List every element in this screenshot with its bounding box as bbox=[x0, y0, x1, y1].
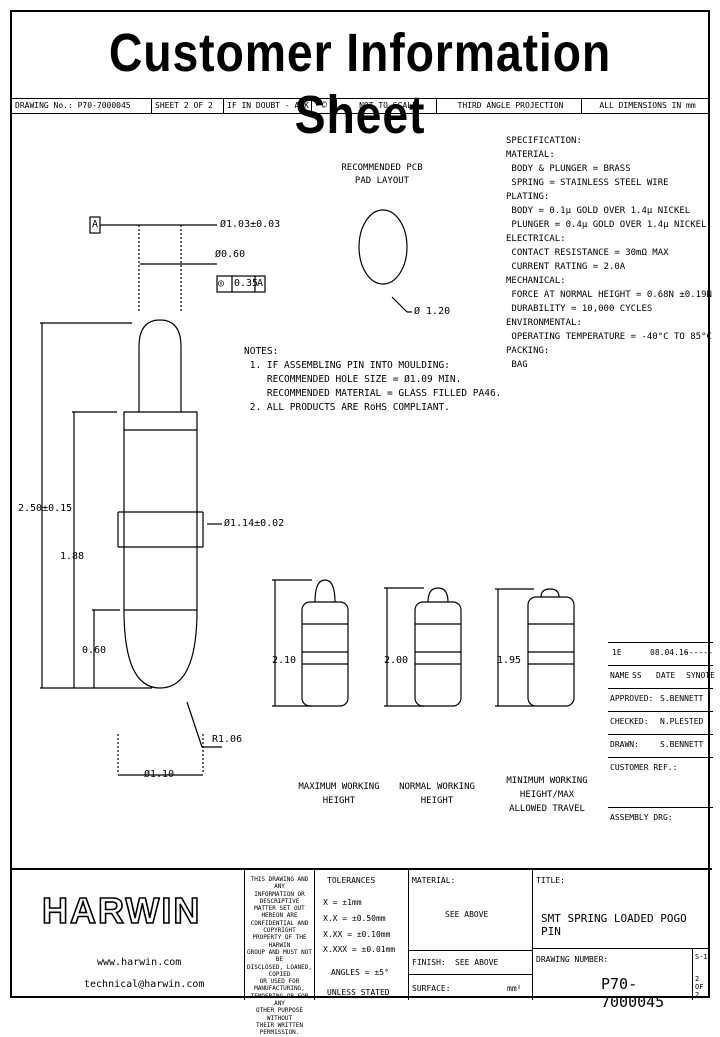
title-block: HARWIN www.harwin.com technical@harwin.c… bbox=[12, 868, 712, 1036]
spec-line: PLUNGER = 0.4µ GOLD OVER 1.4µ NICKEL bbox=[506, 220, 707, 230]
page-title: Customer Information Sheet bbox=[108, 23, 612, 145]
drawn-row: DRAWN: S.BENNETT bbox=[608, 734, 713, 758]
spec-line: ELECTRICAL: bbox=[506, 234, 566, 244]
spec-line: ENVIRONMENTAL: bbox=[506, 318, 582, 328]
body-length: 1.88 bbox=[60, 551, 85, 562]
concentricity-ref: A bbox=[257, 278, 264, 289]
height-max: 2.10 bbox=[272, 655, 297, 666]
revision-row: 1E 08.04.16 ------ bbox=[608, 642, 713, 666]
disclaimer-line: THIS DRAWING AND ANY bbox=[250, 876, 309, 891]
radius-dim: R1.06 bbox=[212, 734, 243, 745]
view-max bbox=[272, 579, 349, 707]
concentricity-value: 0.35 bbox=[234, 278, 259, 289]
title-cell: TITLE: SMT SPRING LOADED POGO PIN bbox=[532, 870, 712, 948]
scale-note: NOT TO SCALE bbox=[337, 99, 437, 113]
specification-block: SPECIFICATION: MATERIAL: BODY & PLUNGER =… bbox=[506, 134, 712, 372]
view-normal bbox=[384, 587, 462, 707]
notes-line: RECOMMENDED MATERIAL = GLASS FILLED PA46… bbox=[244, 388, 502, 399]
spec-line: DURABILITY = 10,000 CYCLES bbox=[506, 304, 653, 314]
surface-cell: SURFACE: mm² bbox=[408, 974, 532, 1000]
if-in-doubt: IF IN DOUBT - ASK bbox=[224, 99, 312, 113]
spec-line: PACKING: bbox=[506, 346, 550, 356]
header-strip: DRAWING No.: P70-7000045 SHEET 2 OF 2 IF… bbox=[12, 98, 708, 114]
sheet-cell: S-1 2 OF 2 bbox=[692, 948, 710, 1000]
disclaimer-line: MATTER SET OUT HEREON ARE bbox=[254, 905, 305, 920]
copyright-symbol: © bbox=[312, 99, 337, 113]
notes-block: NOTES: 1. IF ASSEMBLING PIN INTO MOULDIN… bbox=[244, 345, 501, 415]
drawing-no: DRAWING No.: P70-7000045 bbox=[12, 99, 152, 113]
tolerances: TOLERANCES X = ±1mm X.X = ±0.50mm X.XX =… bbox=[314, 870, 408, 1000]
tail-length: 0.60 bbox=[82, 645, 107, 656]
base-diameter: Ø1.10 bbox=[144, 769, 175, 780]
spec-line: OPERATING TEMPERATURE = -40°C TO 85°C bbox=[506, 332, 712, 342]
main-body bbox=[123, 411, 198, 689]
spec-line: PLATING: bbox=[506, 192, 550, 202]
notes-line: RECOMMENDED HOLE SIZE = Ø1.09 MIN. bbox=[244, 374, 462, 385]
disclaimer-line: DISCLOSED, LOANED, COPIED bbox=[246, 963, 313, 978]
spec-line: BODY & PLUNGER = BRASS bbox=[506, 164, 631, 174]
spec-line: SPRING = STAINLESS STEEL WIRE bbox=[506, 178, 669, 188]
pcb-pad bbox=[358, 209, 408, 285]
disclaimer-line: GROUP AND MUST NOT BE bbox=[246, 948, 313, 964]
customer-ref-row: CUSTOMER REF.: bbox=[608, 757, 713, 808]
material-cell: MATERIAL: SEE ABOVE bbox=[408, 870, 532, 950]
spec-line: BAG bbox=[506, 360, 528, 370]
spec-line: SPECIFICATION: bbox=[506, 136, 582, 146]
height-normal: 2.00 bbox=[384, 655, 409, 666]
technical-drawing bbox=[40, 209, 575, 776]
plunger-diameter: Ø0.60 bbox=[215, 249, 246, 260]
spec-line: MECHANICAL: bbox=[506, 276, 566, 286]
sheet-number: SHEET 2 OF 2 bbox=[152, 99, 224, 113]
email: technical@harwin.com bbox=[84, 979, 205, 990]
concentricity-frame bbox=[216, 275, 266, 293]
pcb-diameter: Ø 1.20 bbox=[414, 306, 451, 317]
notes-line: NOTES: bbox=[244, 346, 279, 357]
projection-note: THIRD ANGLE PROJECTION bbox=[437, 99, 582, 113]
spec-line: CURRENT RATING = 2.0A bbox=[506, 262, 626, 272]
checked-row: CHECKED: N.PLESTED bbox=[608, 711, 713, 735]
spec-line: MATERIAL: bbox=[506, 150, 555, 160]
website: www.harwin.com bbox=[97, 957, 182, 968]
assembly-row: ASSEMBLY DRG: bbox=[608, 807, 713, 869]
overall-length: 2.50±0.15 bbox=[18, 503, 73, 514]
finish-cell: FINISH: SEE ABOVE bbox=[408, 950, 532, 974]
disclaimer-line: OTHER PURPOSE WITHOUT bbox=[256, 1007, 303, 1022]
spec-line: BODY = 0.1µ GOLD OVER 1.4µ NICKEL bbox=[506, 206, 691, 216]
body-diameter: Ø1.14±0.02 bbox=[224, 518, 285, 529]
top-diameter: Ø1.03±0.03 bbox=[220, 219, 281, 230]
spec-line: FORCE AT NORMAL HEIGHT = 0.68N ±0.19N bbox=[506, 290, 712, 300]
datum-label: A bbox=[92, 219, 99, 230]
disclaimer-line: INFORMATION OR DESCRIPTIVE bbox=[254, 890, 305, 905]
harwin-logo: HARWIN bbox=[41, 889, 202, 932]
spec-line: CONTACT RESISTANCE = 30mΩ MAX bbox=[506, 248, 669, 258]
drawing-number-cell: DRAWING NUMBER: P70-7000045 bbox=[532, 948, 692, 1011]
drawing-sheet: Customer Information Sheet DRAWING No.: … bbox=[10, 10, 715, 1036]
revision-header: NAME SS DATE SYNOTE bbox=[608, 665, 715, 689]
notes-line: 2. ALL PRODUCTS ARE RoHS COMPLIANT. bbox=[244, 402, 450, 413]
main-plunger bbox=[138, 319, 182, 412]
disclaimer-line: TENDERING OR FOR ANY bbox=[250, 992, 309, 1008]
concentricity-symbol: ◎ bbox=[218, 278, 225, 289]
notes-line: 1. IF ASSEMBLING PIN INTO MOULDING: bbox=[244, 360, 450, 371]
disclaimer-line: CONFIDENTIAL AND COPYRIGHT bbox=[250, 919, 309, 935]
height-min: 1.95 bbox=[497, 655, 522, 666]
disclaimer-line: THEIR WRITTEN PERMISSION. bbox=[256, 1021, 303, 1037]
approved-row: APPROVED: S.BENNETT bbox=[608, 688, 713, 712]
view-min bbox=[495, 588, 575, 707]
disclaimer-line: OR USED FOR MANUFACTURING, bbox=[254, 978, 305, 993]
disclaimer-line: PROPERTY OF THE HARWIN bbox=[252, 934, 307, 949]
units-note: ALL DIMENSIONS IN mm bbox=[599, 101, 696, 110]
